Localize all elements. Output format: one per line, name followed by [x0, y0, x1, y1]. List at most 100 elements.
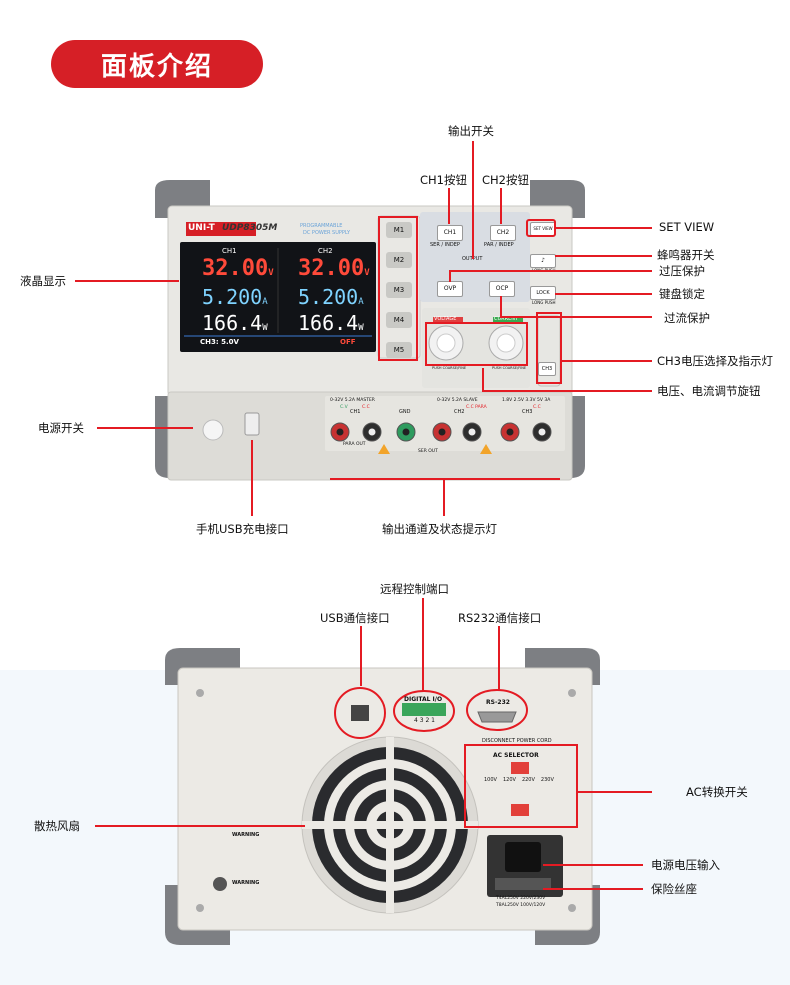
fuse-spec-2: T8AL250V 100V/120V — [496, 903, 546, 908]
lcd-ch1-voltage: 32.00V — [202, 256, 274, 281]
line-remote — [422, 598, 424, 692]
memory-button-m3[interactable]: M3 — [386, 282, 412, 298]
callout-power-input: 电源电压输入 — [651, 858, 720, 872]
ac-selector-label: AC SELECTOR — [493, 752, 539, 759]
line-ch3 — [562, 360, 652, 362]
callout-rs232-comm: RS232通信接口 — [458, 611, 542, 625]
lcd-off-status: OFF — [340, 338, 356, 346]
lcd-ch2-voltage: 32.00V — [298, 256, 370, 281]
line-ovp — [449, 270, 652, 272]
line-power — [97, 427, 193, 429]
line-lcd — [75, 280, 179, 282]
warning-label: WARNING — [232, 832, 260, 838]
ch1-cv: C.V — [340, 405, 348, 410]
callout-ovp: 过压保护 — [659, 264, 705, 278]
power-input-socket[interactable] — [505, 842, 541, 872]
power-switch[interactable] — [203, 420, 223, 440]
speaker-icon: ♪ — [541, 257, 545, 264]
ch2-cc-para: C.C PARA — [466, 405, 487, 410]
line-usb-comm — [360, 626, 362, 686]
line-power-input — [543, 864, 643, 866]
set-view-highlight — [526, 219, 556, 237]
line-ocp-v — [500, 296, 502, 316]
voltage-knob-hint: PUSH COARSE/FINE — [432, 366, 467, 370]
line-knobs-v — [482, 368, 484, 390]
digital-io-pins: 4 3 2 1 — [414, 717, 435, 724]
voltage-tag: VOLTAGE — [434, 316, 457, 322]
buzzer-button[interactable]: ♪ — [530, 254, 556, 268]
callout-ac-switch: AC转换开关 — [686, 785, 748, 799]
line-output — [472, 141, 474, 259]
callout-usb-comm: USB通信接口 — [320, 611, 390, 625]
ocp-button[interactable]: OCP — [489, 281, 515, 297]
digital-io-port[interactable] — [402, 703, 446, 716]
lcd-ch1-current: 5.200A — [202, 285, 268, 309]
callout-ch1-button: CH1按钮 — [420, 173, 467, 187]
line-fan — [95, 825, 305, 827]
callout-ch3-select: CH3电压选择及指示灯 — [657, 354, 773, 368]
callout-remote-port: 远程控制端口 — [380, 582, 449, 596]
lcd-ch3-status: CH3: 5.0V — [200, 338, 239, 346]
output-terminals — [330, 422, 552, 454]
rs232-port[interactable] — [478, 712, 516, 722]
ch2-spec: 0-32V 5.2A SLAVE — [437, 398, 478, 403]
callout-ocp: 过流保护 — [664, 311, 710, 325]
callout-lock: 键盘锁定 — [659, 287, 705, 301]
callout-outputs: 输出通道及状态提示灯 — [382, 522, 497, 536]
product-sub: DC POWER SUPPLY — [303, 230, 351, 236]
ch3-spec: 1.8V 2.5V 3.3V 5V 3A — [502, 398, 551, 403]
model-name: UDP8305M — [222, 223, 278, 233]
line-ocp — [500, 316, 652, 318]
line-ch1 — [448, 188, 450, 224]
knob-highlight — [425, 322, 528, 366]
ch2-term-label: CH2 — [454, 409, 465, 415]
ch3-highlight — [536, 312, 562, 384]
callout-knobs: 电压、电流调节旋钮 — [657, 384, 761, 398]
ch1-cc: C.C — [362, 405, 370, 410]
callout-buzzer: 蜂鸣器开关 — [657, 248, 715, 262]
ac-voltages: 100V 120V 220V 230V — [484, 777, 554, 783]
warning-label-small: WARNING — [232, 880, 260, 886]
page-title: 面板介绍 — [51, 40, 263, 88]
line-outputs-v — [443, 480, 445, 516]
memory-button-m1[interactable]: M1 — [386, 222, 412, 238]
line-ac — [577, 791, 652, 793]
ch1-button[interactable]: CH1 — [437, 225, 463, 241]
memory-button-m5[interactable]: M5 — [386, 342, 412, 358]
lcd-ch1-label: CH1 — [222, 247, 237, 255]
line-ch2 — [500, 188, 502, 224]
ser-out-label: SER OUT — [418, 449, 438, 454]
ch1-spec: 0-32V 5.2A MASTER — [330, 398, 375, 403]
ovp-button[interactable]: OVP — [437, 281, 463, 297]
brand-logo: UNI-T — [188, 223, 215, 233]
line-buzzer — [555, 255, 652, 257]
ch3-button[interactable]: CH3 — [538, 362, 556, 376]
ch2-button[interactable]: CH2 — [490, 225, 516, 241]
line-lock — [555, 293, 652, 295]
product-line: PROGRAMMABLE — [300, 223, 343, 229]
callout-output-switch: 输出开关 — [448, 124, 494, 138]
memory-button-m4[interactable]: M4 — [386, 312, 412, 328]
callout-ch2-button: CH2按钮 — [482, 173, 529, 187]
lock-button[interactable]: LOCK — [530, 286, 556, 300]
ac-selector-switch[interactable] — [510, 762, 530, 776]
par-indep-label: PAR / INDEP — [484, 242, 514, 248]
lcd-display: CH1 CH2 32.00V 32.00V 5.200A 5.200A 166.… — [180, 242, 376, 352]
back-panel — [165, 648, 600, 945]
callout-fuse: 保险丝座 — [651, 882, 697, 896]
output-button[interactable]: OUTPUT — [462, 256, 483, 262]
rs232-label: RS-232 — [486, 699, 510, 706]
usb-charge-port[interactable] — [245, 413, 259, 435]
callout-lcd: 液晶显示 — [20, 274, 66, 288]
current-tag: CURRENT — [494, 316, 519, 322]
ch3-cc: C.C — [533, 405, 541, 410]
lcd-ch2-label: CH2 — [318, 247, 333, 255]
usb-b-port[interactable] — [351, 705, 369, 721]
line-ovp-v — [449, 270, 451, 282]
lock-long-push: LONG PUSH — [532, 300, 556, 305]
line-rs232-v — [498, 626, 500, 690]
fuse-spec-1: T4AL250V 220V/230V — [496, 896, 546, 901]
callout-set-view: SET VIEW — [659, 220, 715, 234]
line-fuse — [543, 888, 643, 890]
memory-button-m2[interactable]: M2 — [386, 252, 412, 268]
